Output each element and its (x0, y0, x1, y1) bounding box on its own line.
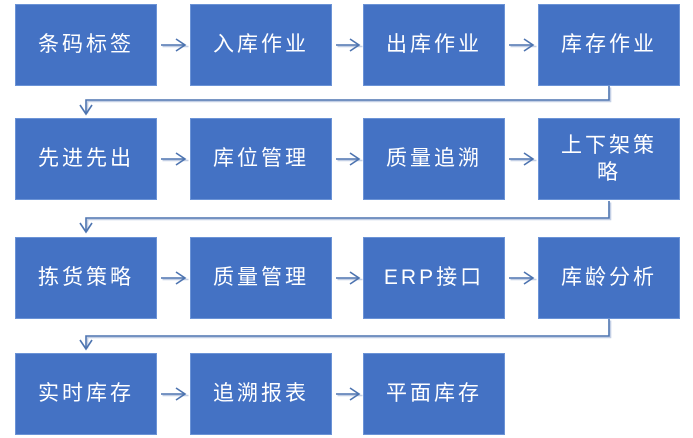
flow-box-quality-management: 质量管理 (190, 237, 332, 319)
flow-box-label: 质量管理 (213, 266, 309, 290)
flow-box-label: 拣货策略 (38, 266, 134, 290)
flow-box-picking-strategy: 拣货策略 (15, 237, 157, 319)
flow-box-label: 出库作业 (386, 33, 482, 57)
flow-box-plane-inventory: 平面库存 (363, 353, 505, 435)
flow-box-barcode-label: 条码标签 (15, 4, 157, 86)
elbow-connector-row1-row2 (79, 86, 610, 116)
flow-box-realtime-inventory: 实时库存 (15, 353, 157, 435)
flow-box-label: 上下架策 略 (561, 133, 657, 184)
flow-box-label: 实时库存 (38, 382, 134, 406)
flow-box-quality-traceability: 质量追溯 (363, 118, 505, 200)
flow-box-label: 平面库存 (386, 382, 482, 406)
flow-box-location-management: 库位管理 (190, 118, 332, 200)
elbow-connector-row2-row3 (79, 201, 610, 234)
flow-box-label: ERP接口 (383, 266, 485, 290)
flow-box-traceability-report: 追溯报表 (190, 353, 332, 435)
flow-box-label: 库龄分析 (561, 266, 657, 290)
flow-box-label: 先进先出 (38, 147, 134, 171)
flow-box-label: 条码标签 (38, 33, 134, 57)
flow-box-label: 质量追溯 (386, 147, 482, 171)
flow-box-inbound-operation: 入库作业 (190, 4, 332, 86)
flow-box-label: 库存作业 (561, 33, 657, 57)
flow-box-fifo: 先进先出 (15, 118, 157, 200)
flow-box-label: 库位管理 (213, 147, 309, 171)
flow-box-stock-age-analysis: 库龄分析 (538, 237, 680, 319)
flow-box-erp-interface: ERP接口 (363, 237, 505, 319)
flow-box-label: 追溯报表 (213, 382, 309, 406)
flow-box-label: 入库作业 (213, 33, 309, 57)
connector-shadows (86, 45, 612, 397)
flow-box-inventory-operation: 库存作业 (538, 4, 680, 86)
flow-box-shelving-strategy: 上下架策 略 (538, 118, 680, 200)
flow-box-outbound-operation: 出库作业 (363, 4, 505, 86)
elbow-connector-row3-row4 (79, 319, 610, 351)
